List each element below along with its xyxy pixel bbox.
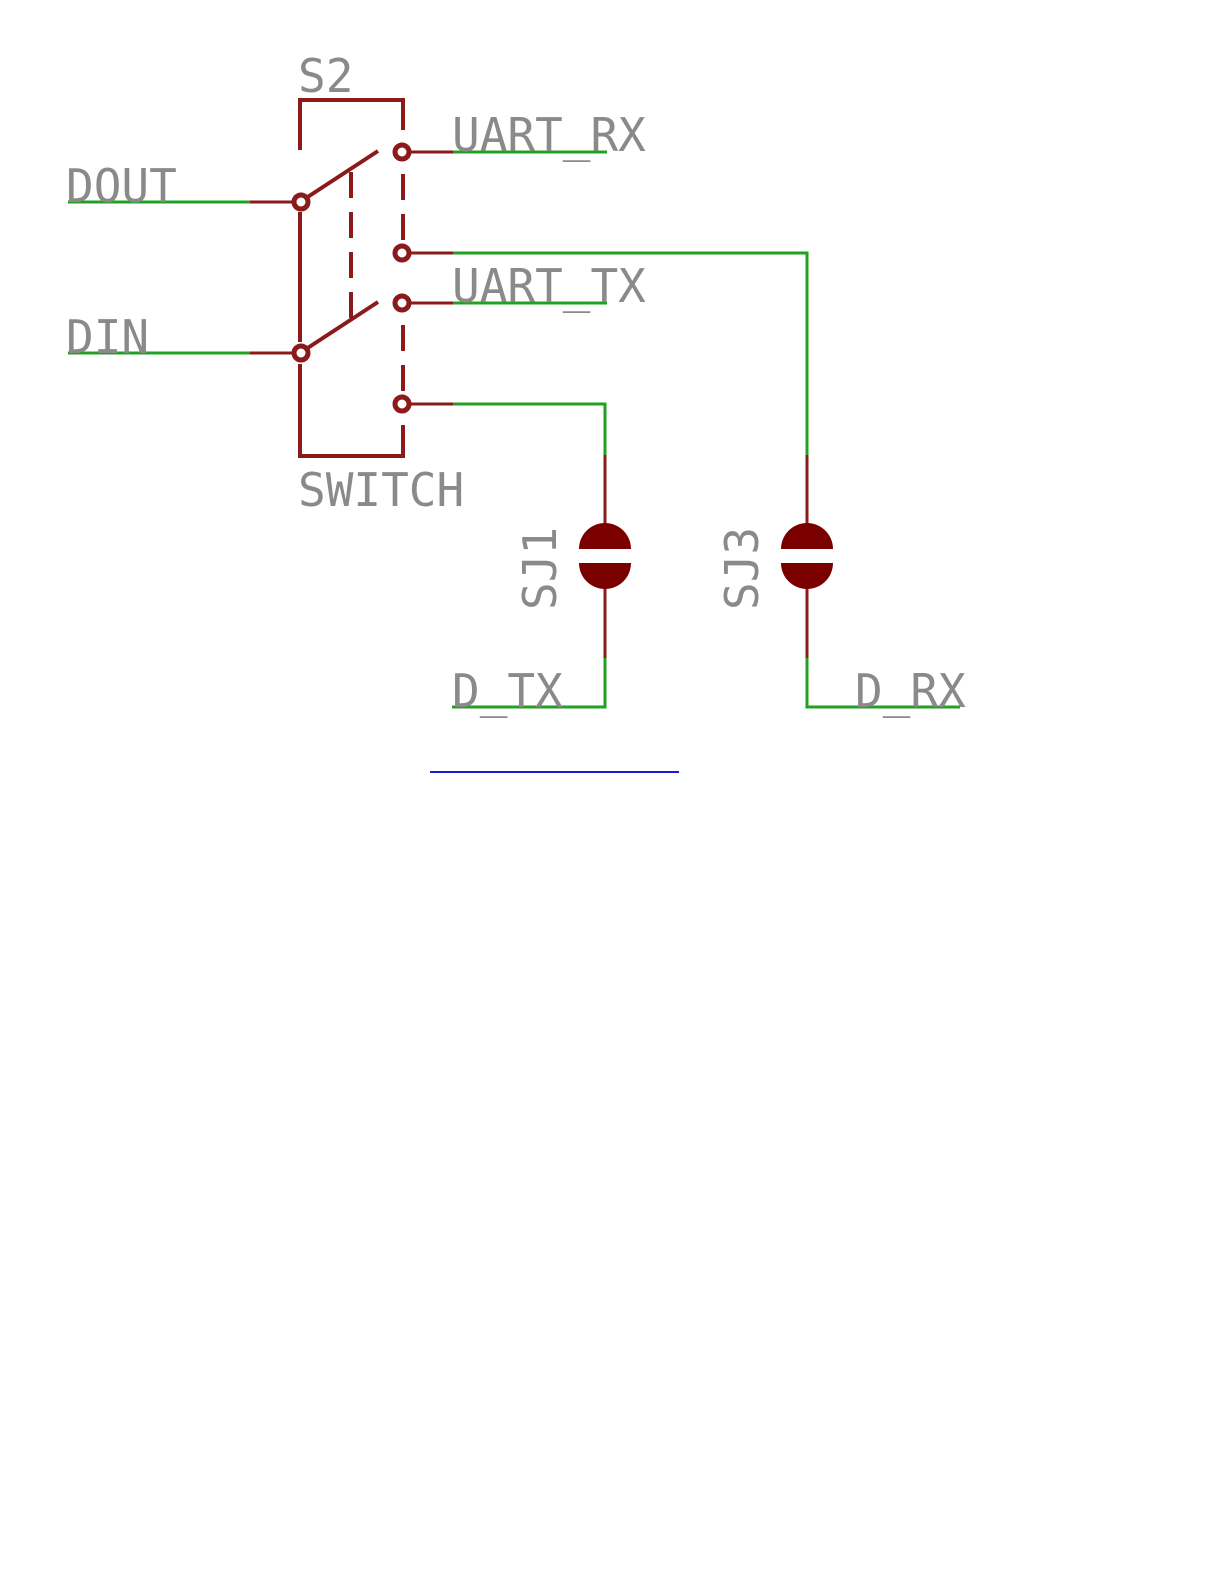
net-label-d-rx: D_RX <box>855 664 966 718</box>
jumper-label-sj3: SJ3 <box>715 527 769 610</box>
jumper-label-sj1: SJ1 <box>513 527 567 610</box>
net-label-uart-rx: UART_RX <box>452 108 646 162</box>
link-underline[interactable] <box>430 771 679 773</box>
part-value-label: SWITCH <box>298 463 464 517</box>
pin-dout <box>294 195 308 209</box>
solder-jumper-sj1 <box>579 455 631 658</box>
pin-uart-tx <box>395 296 409 310</box>
schematic-diagram: S2 SWITCH DOUT DIN UART_RX UART_TX D_TX … <box>0 0 1224 800</box>
pin-din <box>294 346 308 360</box>
switch-lever-upper <box>300 151 378 202</box>
switch-lever-lower <box>300 302 378 353</box>
pin-d-rx-path <box>395 246 409 260</box>
solder-jumper-sj3 <box>781 455 833 658</box>
net-label-dout: DOUT <box>66 159 177 213</box>
net-label-uart-tx: UART_TX <box>452 259 646 313</box>
net-label-din: DIN <box>66 310 149 364</box>
net-label-d-tx: D_TX <box>452 664 563 718</box>
pin-d-tx-path <box>395 397 409 411</box>
wire-to-sj1 <box>453 404 605 455</box>
part-name-label: S2 <box>298 49 353 103</box>
switch-body <box>300 100 403 456</box>
pin-uart-rx <box>395 145 409 159</box>
